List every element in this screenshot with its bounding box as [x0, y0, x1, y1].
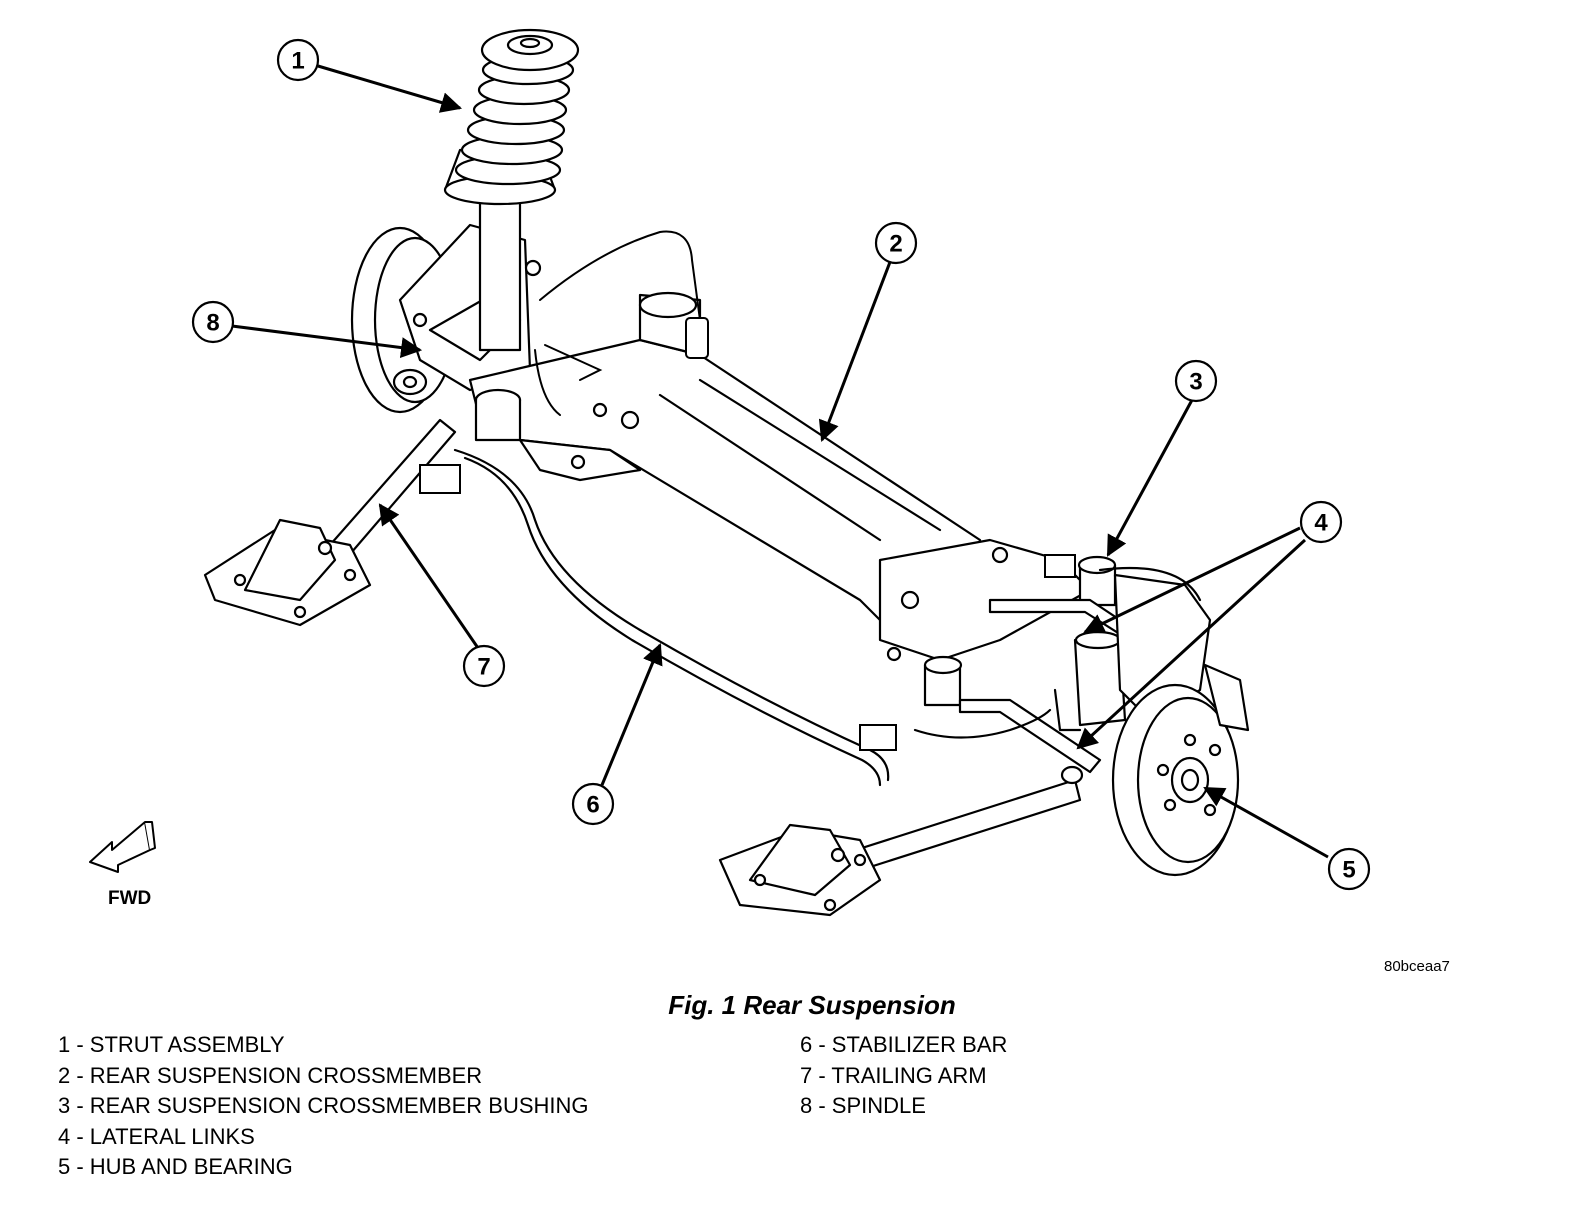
legend-right-column: 6 - STABILIZER BAR 7 - TRAILING ARM 8 - …: [800, 1030, 1007, 1122]
callout-4-circle: [1299, 500, 1343, 544]
callout-3-circle: [1174, 359, 1218, 403]
callout-7-label: 7: [477, 654, 490, 681]
callout-8-leader: [231, 324, 423, 359]
callout-8-label: 8: [206, 310, 219, 337]
legend-item: 8 - SPINDLE: [800, 1093, 926, 1118]
callout-3-leader: [1106, 399, 1194, 557]
callout-1-leader: [317, 64, 463, 113]
callout-6-circle: [571, 782, 615, 826]
callout-7-leader: [378, 503, 480, 649]
strut-assembly: [443, 28, 580, 352]
figure-code: 80bceaa7: [1384, 958, 1450, 975]
figure-caption: Fig. 1 Rear Suspension: [668, 990, 956, 1020]
callout-1-label: 1: [291, 48, 304, 75]
callout-3-label: 3: [1189, 369, 1202, 396]
callout-4-label: 4: [1314, 510, 1328, 537]
brake-hose: [534, 230, 701, 416]
callout-5-circle: [1327, 847, 1371, 891]
abs-sensor-connector: [685, 317, 709, 359]
callout-2-label: 2: [889, 231, 902, 258]
rear-crossmember: [468, 291, 1092, 662]
legend-left-column: 1 - STRUT ASSEMBLY 2 - REAR SUSPENSION C…: [58, 1030, 589, 1183]
callout-5-label: 5: [1342, 857, 1355, 884]
callout-7-circle: [462, 644, 506, 688]
left-trailing-arm: [203, 418, 457, 627]
crossmember-bushings: [923, 555, 1117, 707]
callout-6-label: 6: [586, 792, 599, 819]
right-stabilizer-bracket: [859, 724, 897, 751]
right-trailing-arm: [718, 778, 1082, 917]
callout-4b-leader: [1076, 538, 1307, 750]
legend-item: 5 - HUB AND BEARING: [58, 1154, 293, 1179]
callout-4a-leader: [1083, 526, 1301, 634]
right-bushing-bracket: [1044, 554, 1076, 578]
callout-5-leader: [1203, 786, 1329, 859]
legend-item: 4 - LATERAL LINKS: [58, 1123, 255, 1149]
legend-item: 6 - STABILIZER BAR: [800, 1032, 1008, 1057]
callout-6-leader: [600, 643, 663, 786]
rear-suspension-illustration: 1 2 3 4 5 6 7 8: [89, 28, 1371, 917]
forward-arrow-icon: [89, 821, 156, 873]
callout-1-circle: [276, 38, 320, 82]
legend-item: 1 - STRUT ASSEMBLY: [58, 1032, 285, 1057]
left-stabilizer-bracket: [419, 464, 461, 494]
legend-item: 2 - REAR SUSPENSION CROSSMEMBER: [58, 1062, 483, 1088]
callout-2-leader: [818, 261, 892, 442]
right-strut-lower: [1053, 630, 1127, 732]
legend-item: 7 - TRAILING ARM: [800, 1062, 987, 1088]
callout-8-circle: [191, 300, 235, 344]
right-hub-and-bearing: [1060, 663, 1250, 877]
legend-item: 3 - REAR SUSPENSION CROSSMEMBER BUSHING: [58, 1093, 589, 1118]
forward-label: FWD: [108, 888, 152, 909]
callout-2-circle: [874, 221, 918, 265]
